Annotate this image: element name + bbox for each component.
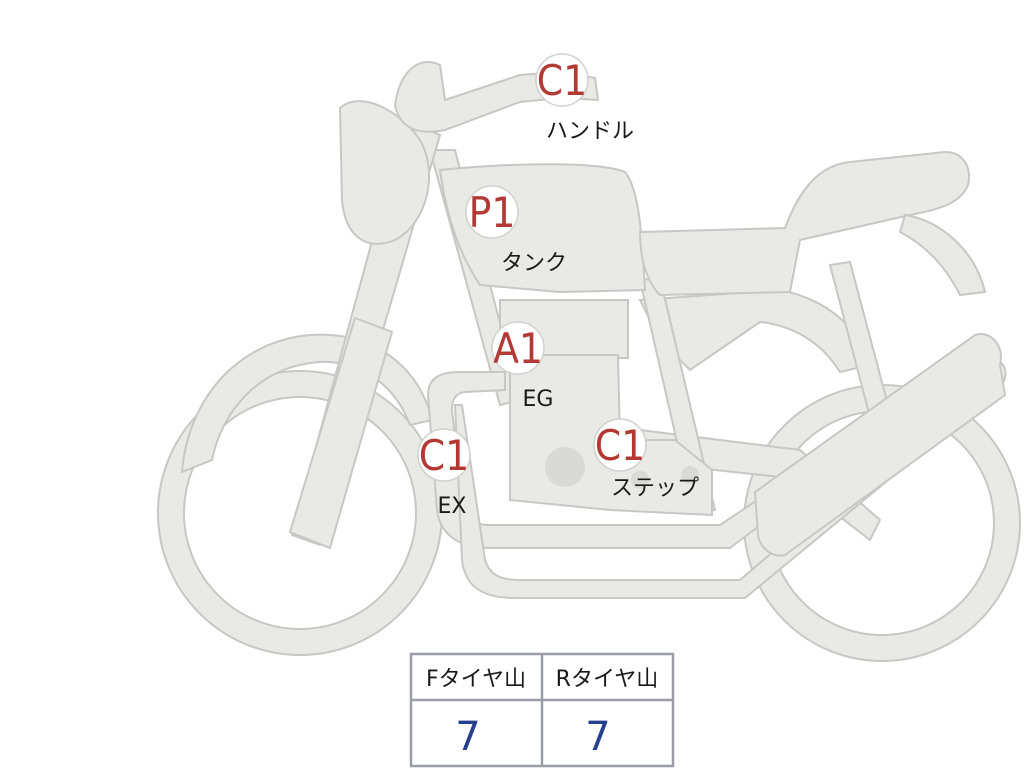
tire-tread-table: Fタイヤ山 Rタイヤ山 7 7 [409, 652, 675, 768]
headlight [338, 100, 431, 245]
exhaust-pipe-lower [453, 360, 1007, 599]
marker-step[interactable]: C1 ステップ [593, 418, 699, 501]
marker-label: タンク [501, 251, 567, 276]
marker-code: P1 [469, 188, 516, 237]
rear-tire-header: Rタイヤ山 [556, 667, 659, 692]
marker-label: ハンドル [546, 119, 634, 144]
footpeg-right [681, 466, 699, 484]
marker-exhaust[interactable]: C1 EX [417, 428, 471, 519]
marker-label: EX [438, 494, 467, 519]
tail-cowl [898, 213, 987, 297]
marker-handle[interactable]: C1 ハンドル [535, 53, 634, 144]
front-tire-value: 7 [455, 714, 480, 760]
seat [638, 150, 970, 297]
motorcycle-illustration [157, 60, 1021, 662]
marker-badge [417, 428, 471, 482]
marker-badge [465, 185, 519, 239]
muffler [753, 333, 1007, 557]
marker-label: ステップ [611, 476, 699, 501]
rear-fender [638, 288, 872, 374]
fork-lower [288, 316, 394, 550]
marker-code: A1 [493, 324, 543, 373]
marker-code: C1 [419, 431, 469, 480]
marker-engine[interactable]: A1 EG [491, 321, 554, 412]
footpeg-left [631, 471, 649, 489]
marker-tank[interactable]: P1 タンク [465, 185, 567, 276]
engine-cover [545, 447, 585, 487]
front-tire-header: Fタイヤ山 [426, 667, 526, 692]
marker-badge [491, 321, 545, 375]
marker-label: EG [523, 387, 554, 412]
marker-badge [593, 418, 647, 472]
marker-code: C1 [595, 421, 645, 470]
marker-code: C1 [537, 56, 587, 105]
rear-tire-value: 7 [585, 714, 610, 760]
marker-badge [535, 53, 589, 107]
